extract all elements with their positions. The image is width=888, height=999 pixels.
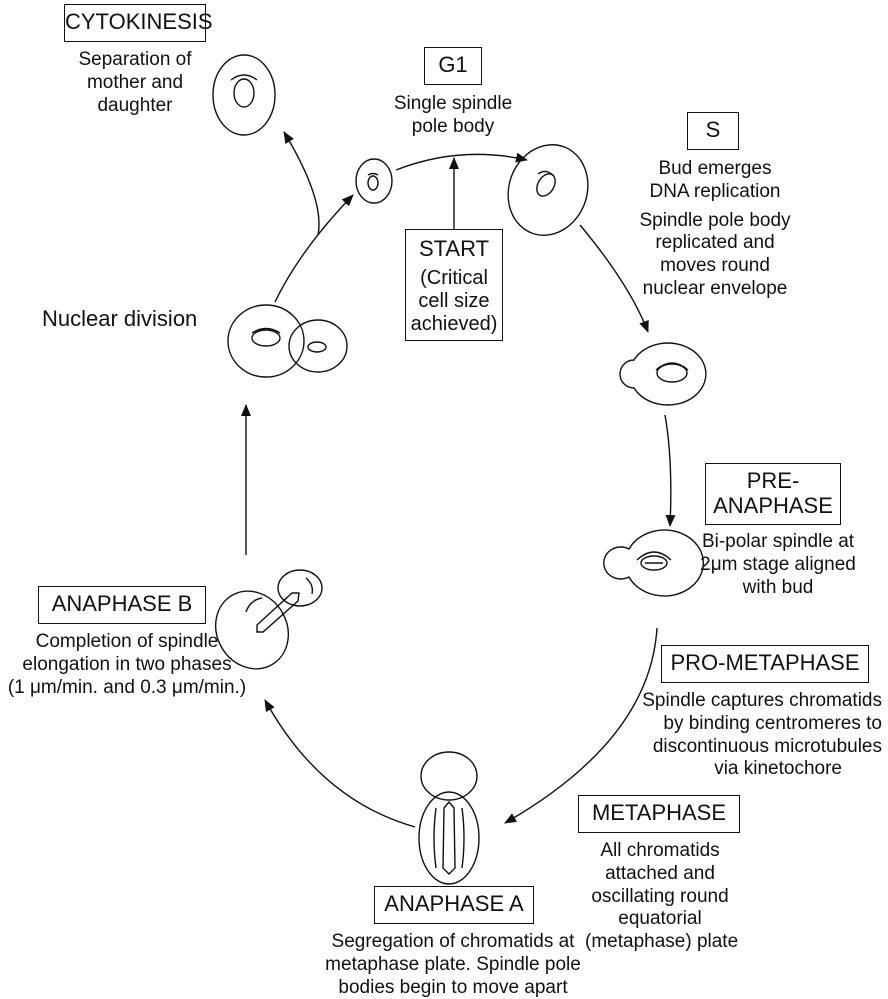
cytokinesis-cell [212,54,276,136]
arrow-bud-to-preanaphase [664,414,676,527]
nuclear-division-cell [227,304,348,378]
budding-cell [619,342,707,406]
g1-description: Single spindle pole body [393,93,513,137]
s-phase-cell [507,144,589,236]
cytokinesis-label: CYTOKINESIS [64,4,213,42]
arrow-metaphase-to-anaphase-b [264,699,416,828]
pro-metaphase-description: Spindle captures chromatids by binding c… [642,690,882,780]
g1-cell [355,158,393,204]
nuclear-division-label: Nuclear division [42,306,198,331]
pre-anaphase-description: Bi-polar spindle at 2μm stage aligned wi… [700,531,856,598]
s-description: Bud emerges DNA replication Spindle pole… [639,158,791,299]
cytokinesis-description: Separation of mother and daughter [78,49,192,116]
arrow-division-to-g1 [274,194,354,303]
metaphase-description: All chromatids attached and oscillating … [585,840,739,953]
metaphase-label: METAPHASE [578,795,740,833]
arrow-s-to-bud [579,224,649,333]
anaphase-b-label: ANAPHASE B [38,586,206,624]
arrow-preanaphase-to-metaphase [504,627,658,824]
g1-label: G1 [424,47,482,85]
pre-anaphase-label: PRE- ANAPHASE [705,463,841,525]
anaphase-a-cell [418,751,480,885]
arrow-division-to-cytokinesis [283,131,320,236]
s-label: S [687,112,739,150]
pre-anaphase-cell [603,529,704,597]
anaphase-b-cell [214,569,323,670]
anaphase-b-description: Completion of spindle elongation in two … [7,631,247,698]
pro-metaphase-label: PRO-METAPHASE [661,645,869,683]
anaphase-a-description: Segregation of chromatids at metaphase p… [325,931,581,998]
anaphase-a-label: ANAPHASE A [374,886,534,924]
start-box: START (Critical cell size achieved) [405,229,503,341]
arrow-g1-to-s [395,152,528,171]
